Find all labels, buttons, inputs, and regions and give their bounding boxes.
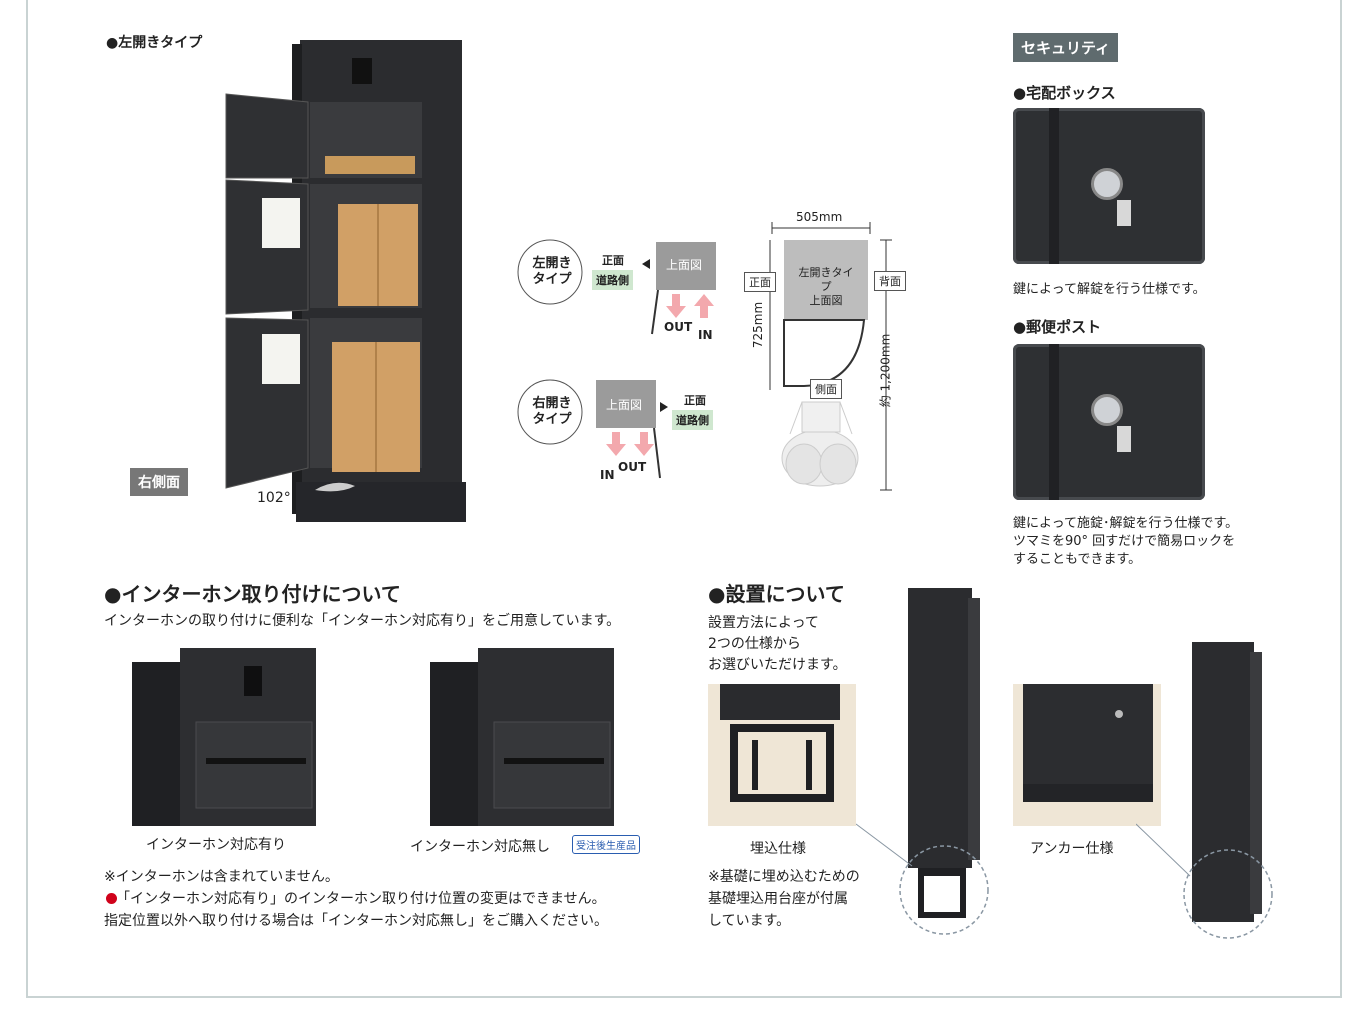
red-dot-icon	[106, 893, 117, 904]
right-type-label: 右開き タイプ	[532, 396, 572, 427]
callout-line-anchor	[1136, 823, 1191, 877]
anchor-photo	[1013, 684, 1161, 826]
left-type-label: 左開き タイプ	[532, 256, 572, 287]
intercom-note-3: 指定位置以外へ取り付ける場合は「インターホン対応無し」をご購入ください。	[104, 913, 608, 929]
front-label-right: 正面	[684, 394, 706, 407]
depth-dimension: 725mm	[751, 301, 766, 349]
anchor-label: アンカー仕様	[1030, 841, 1114, 857]
buried-note-1: ※基礎に埋め込むための	[708, 869, 860, 885]
intercom-note-1: ※インターホンは含まれていません。	[104, 869, 339, 885]
post-title: ●郵便ポスト	[1013, 318, 1102, 336]
buried-label: 埋込仕様	[750, 841, 806, 857]
height-dimension: 約 1,200mm	[878, 333, 893, 408]
security-tag: セキュリティ	[1013, 33, 1119, 62]
road-side-right: 道路側	[672, 410, 713, 430]
intercom-desc: インターホンの取り付けに便利な「インターホン対応有り」をご用意しています。	[104, 613, 621, 629]
front-label-left: 正面	[602, 254, 624, 267]
key-icon	[1091, 168, 1123, 200]
back-tag: 背面	[874, 271, 906, 291]
install-desc-2: 2つの仕様から	[708, 636, 801, 652]
door-direction-diagram	[517, 239, 716, 479]
out-left: OUT	[664, 320, 693, 334]
key-icon	[1091, 394, 1123, 426]
buried-base-photo	[708, 684, 856, 826]
intercom-without-photo	[430, 648, 614, 826]
post-text-3: することもできます。	[1013, 552, 1142, 567]
side-tag: 側面	[810, 379, 842, 399]
intercom-title: ●インターホン取り付けについて	[104, 582, 401, 606]
page-frame	[26, 0, 1342, 998]
dimension-drawing	[769, 222, 892, 491]
delivery-box-text: 鍵によって解錠を行う仕様です。	[1013, 282, 1206, 297]
install-title: ●設置について	[708, 582, 845, 606]
in-right: IN	[600, 468, 615, 482]
top-view-right: 上面図	[606, 398, 643, 412]
top-view-left: 上面図	[666, 258, 703, 272]
in-left: IN	[698, 328, 713, 342]
intercom-without-caption: インターホン対応無し	[410, 839, 550, 855]
intercom-with-caption: インターホン対応有り	[146, 837, 286, 853]
locker-open-photo	[225, 40, 466, 522]
delivery-box-title: ●宅配ボックス	[1013, 84, 1116, 102]
intercom-with-photo	[132, 648, 316, 826]
delivery-box-lock-photo	[1013, 108, 1205, 264]
install-desc-3: お選びいただけます。	[708, 657, 847, 673]
made-to-order-badge: 受注後生産品	[572, 835, 640, 854]
front-tag: 正面	[744, 272, 776, 292]
post-text-2: ツマミを90° 回すだけで簡易ロックを	[1013, 534, 1236, 549]
callout-line-buried	[856, 823, 913, 867]
right-side-tag: 右側面	[130, 468, 188, 496]
intercom-note-2: 「インターホン対応有り」のインターホン取り付け位置の変更はできません。	[116, 891, 606, 907]
road-side-left: 道路側	[592, 270, 633, 290]
left-open-title: ●左開きタイプ	[106, 35, 203, 51]
out-right: OUT	[618, 460, 647, 474]
buried-note-3: しています。	[708, 913, 791, 929]
width-dimension: 505mm	[796, 210, 843, 224]
door-angle: 102°	[257, 490, 291, 506]
install-desc-1: 設置方法によって	[708, 615, 819, 631]
anchor-unit-photo	[1183, 642, 1273, 939]
post-lock-photo	[1013, 344, 1205, 500]
buried-unit-photo	[899, 588, 989, 935]
buried-note-2: 基礎埋込用台座が付属	[708, 891, 848, 907]
post-text-1: 鍵によって施錠･解錠を行う仕様です。	[1013, 516, 1239, 531]
inner-top-view-label: 左開きタイプ 上面図	[798, 266, 854, 307]
